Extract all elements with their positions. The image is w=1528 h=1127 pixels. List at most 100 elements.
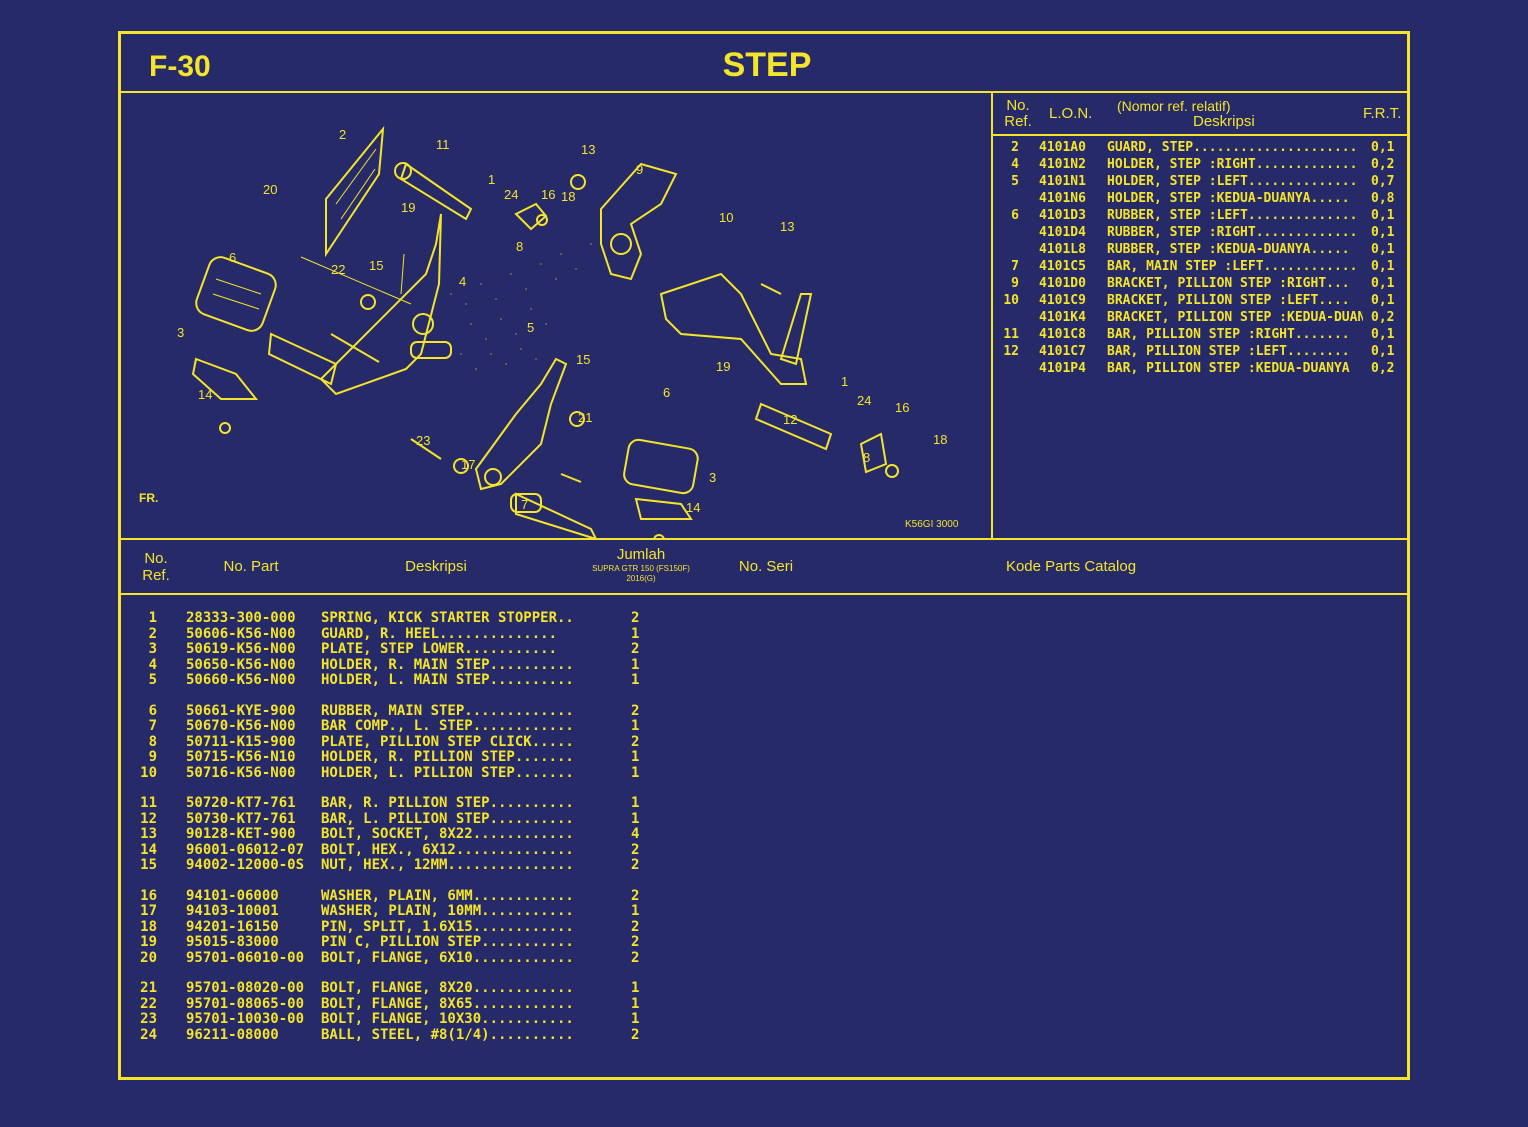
callout-5: 5 <box>527 320 534 335</box>
part-number: 50660-K56-N00 <box>186 672 296 688</box>
part-quantity: 1 <box>631 1011 640 1027</box>
callout-13: 13 <box>581 142 595 157</box>
frt-no: 11 <box>1003 327 1019 342</box>
part-number: 95701-10030-00 <box>186 1011 305 1027</box>
frt-no: 4 <box>1011 157 1019 172</box>
step-rubber-l-part <box>195 256 277 332</box>
frt-header-desc-top: (Nomor ref. relatif) <box>1117 98 1231 114</box>
part-ref: 17 <box>140 903 157 919</box>
frt-value: 0,1 <box>1371 293 1395 308</box>
part-ref: 6 <box>148 702 157 719</box>
part-quantity: 1 <box>631 795 640 811</box>
part-row: 13 90128-KET-900 BOLT, SOCKET, 8X22.......… <box>121 826 821 843</box>
parts-header-no-part: No. Part <box>223 558 279 575</box>
callout-8: 8 <box>516 239 523 254</box>
header-divider <box>121 91 1407 93</box>
part-description: PIN, SPLIT, 1.6X15............ <box>321 919 574 935</box>
part-ref: 12 <box>140 810 157 827</box>
diagram-code: K56GI 3000 <box>905 519 959 530</box>
pillion-holder-r-part <box>600 162 678 281</box>
part-number: 50670-K56-N00 <box>186 718 296 734</box>
callout-6: 6 <box>229 250 236 265</box>
part-number: 50606-K56-N00 <box>186 625 296 642</box>
part-description: SPRING, KICK STARTER STOPPER.. <box>321 611 574 626</box>
frt-desc: BAR, PILLION STEP :RIGHT....... <box>1107 327 1350 342</box>
parts-header-bottom <box>121 593 1407 595</box>
frt-no: 9 <box>1011 276 1019 291</box>
part-description: HOLDER, R. PILLION STEP....... <box>321 750 574 765</box>
part-ref: 16 <box>140 887 157 904</box>
part-number: 50720-KT7-761 <box>186 795 296 811</box>
callout-18: 18 <box>561 189 575 204</box>
frt-lon: 4101C5 <box>1039 259 1086 274</box>
part-ref: 11 <box>140 795 157 811</box>
part-number: 90128-KET-900 <box>186 826 296 842</box>
part-number: 50730-KT7-761 <box>186 810 296 827</box>
pillion-holder-l-part <box>659 272 808 385</box>
part-number: 50711-K15-900 <box>186 733 296 750</box>
part-number: 94103-10001 <box>186 903 279 919</box>
frt-value: 0,1 <box>1371 327 1395 342</box>
frt-value: 0,1 <box>1371 242 1395 257</box>
part-ref: 10 <box>140 764 157 781</box>
part-quantity: 1 <box>631 625 640 642</box>
frt-value: 0,1 <box>1371 208 1395 223</box>
part-ref: 5 <box>148 672 157 688</box>
frt-no: 5 <box>1011 174 1019 189</box>
part-ref: 14 <box>140 841 157 858</box>
part-quantity: 1 <box>631 810 640 827</box>
callout-23: 23 <box>416 433 430 448</box>
part-ref: 7 <box>148 718 157 734</box>
callout-19: 19 <box>716 359 730 374</box>
part-description: BOLT, SOCKET, 8X22............ <box>321 827 574 842</box>
main-step-holder-r-part <box>319 213 442 396</box>
part-description: BAR COMP., L. STEP............ <box>321 719 574 734</box>
callout-16: 16 <box>541 187 555 202</box>
frt-desc: HOLDER, STEP :RIGHT............. <box>1107 157 1358 172</box>
main-step-holder-l-part <box>474 357 568 491</box>
frt-desc: HOLDER, STEP :LEFT.............. <box>1107 174 1358 189</box>
callout-14: 14 <box>686 500 700 515</box>
frt-no: 12 <box>1003 344 1019 359</box>
frt-value: 0,2 <box>1371 361 1395 376</box>
callout-18: 18 <box>933 432 947 447</box>
step-plate-part <box>191 357 259 400</box>
frt-value: 0,1 <box>1371 276 1395 291</box>
frt-lon: 4101N2 <box>1039 157 1086 172</box>
callout-1: 1 <box>841 374 848 389</box>
part-description: BAR, R. PILLION STEP.......... <box>321 796 574 811</box>
frt-no: 7 <box>1011 259 1019 274</box>
frt-desc: RUBBER, STEP :LEFT.............. <box>1107 208 1358 223</box>
part-ref: 13 <box>140 826 157 842</box>
part-quantity: 2 <box>631 702 640 719</box>
part-ref: 24 <box>140 1026 157 1043</box>
part-ref: 21 <box>140 980 157 996</box>
frt-desc: HOLDER, STEP :KEDUA-DUANYA..... <box>1107 191 1350 206</box>
part-quantity: 4 <box>631 826 640 842</box>
part-description: GUARD, R. HEEL.............. <box>321 626 558 642</box>
part-ref: 22 <box>140 995 157 1012</box>
callout-7: 7 <box>521 497 528 512</box>
parts-header-model: SUPRA GTR 150 (FS150F) <box>592 564 690 573</box>
part-ref: 4 <box>148 656 157 673</box>
